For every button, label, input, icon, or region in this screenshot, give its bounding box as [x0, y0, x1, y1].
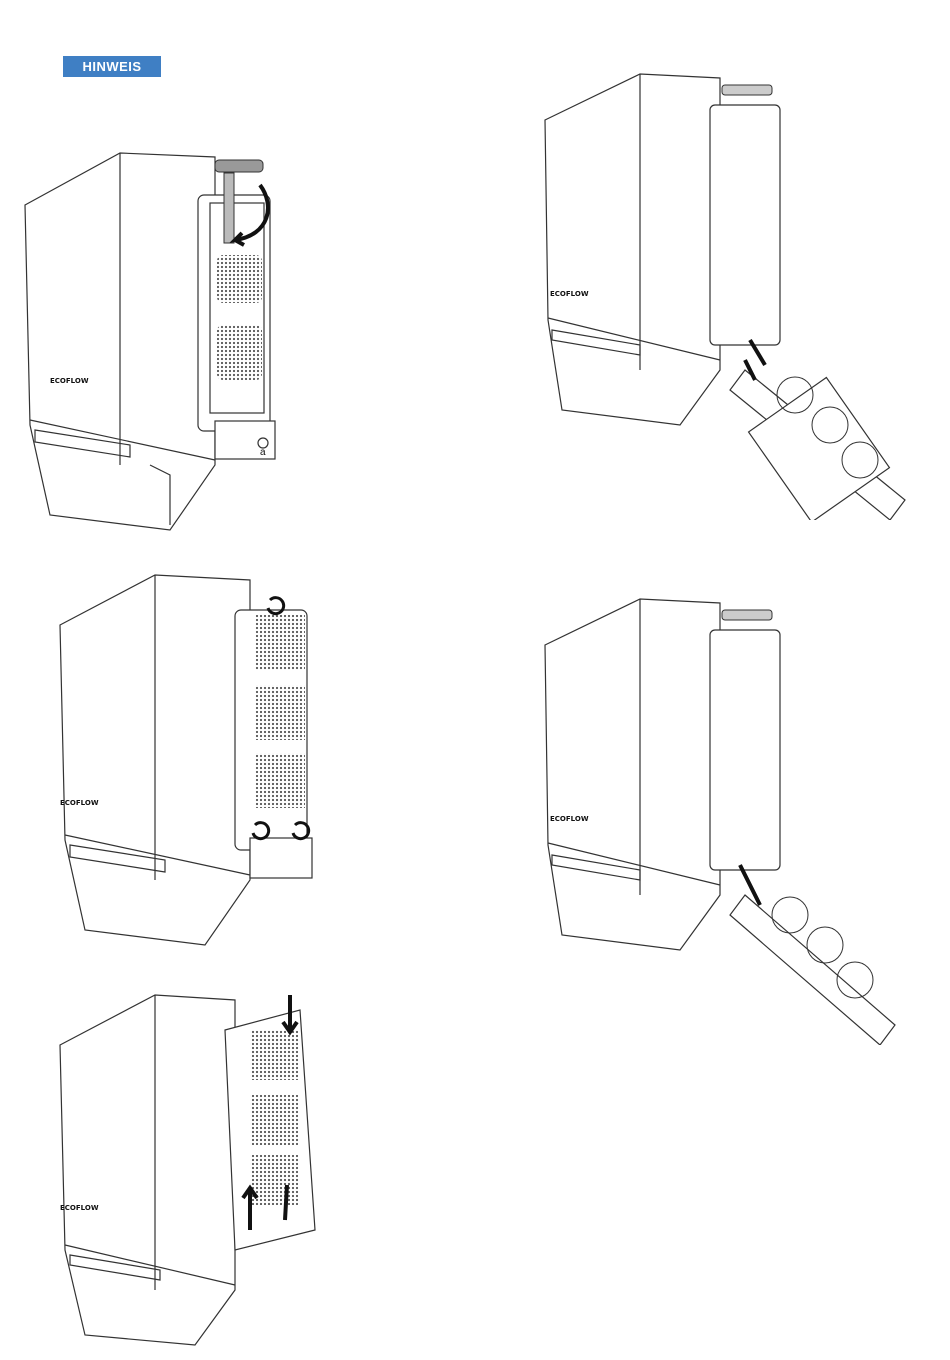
device-illustration-3: ECOFLOW	[55, 990, 325, 1350]
figure-remove-cover: ECOFLOW	[55, 990, 325, 1350]
svg-text:ECOFLOW: ECOFLOW	[60, 1204, 99, 1212]
svg-text:ECOFLOW: ECOFLOW	[550, 290, 589, 298]
figure-unscrew: ECOFLOW	[55, 570, 325, 950]
svg-text:ECOFLOW: ECOFLOW	[50, 377, 89, 385]
figure-lift-handle: ECOFLOW a	[20, 145, 290, 535]
svg-text:ECOFLOW: ECOFLOW	[60, 799, 99, 807]
notice-badge: HINWEIS	[63, 56, 161, 77]
device-illustration-5: ECOFLOW	[540, 595, 910, 1045]
svg-text:ECOFLOW: ECOFLOW	[550, 815, 589, 823]
device-illustration-1: ECOFLOW a	[20, 145, 290, 535]
svg-text:a: a	[260, 447, 266, 458]
device-illustration-2: ECOFLOW	[55, 570, 325, 950]
figure-disconnect-cable: ECOFLOW	[540, 70, 910, 520]
device-illustration-4: ECOFLOW	[540, 70, 910, 520]
figure-reconnect-cable: ECOFLOW	[540, 595, 910, 1045]
